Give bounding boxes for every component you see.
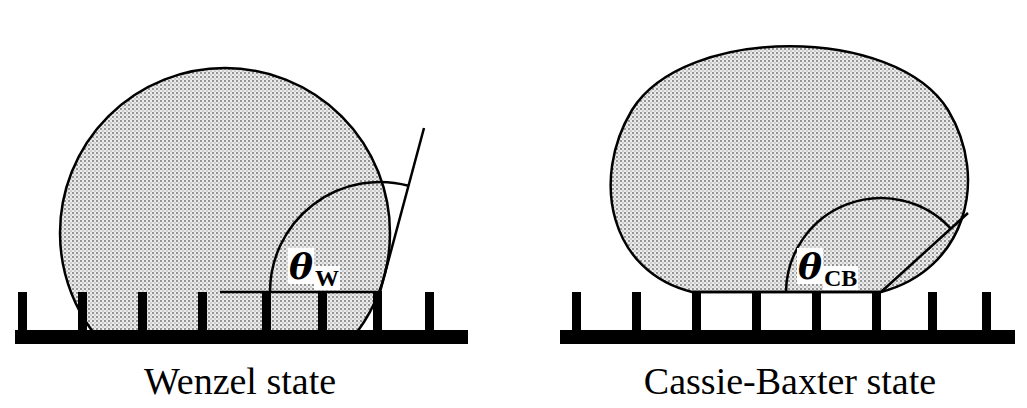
cassie-surface bbox=[560, 292, 1015, 344]
state-caption: Wenzel state bbox=[144, 362, 336, 400]
state-caption: Cassie-Baxter state bbox=[644, 362, 936, 400]
wenzel-surface bbox=[15, 292, 468, 344]
angle-symbol: θ bbox=[288, 248, 314, 284]
cassie-droplet bbox=[611, 46, 968, 292]
angle-subscript: W bbox=[314, 266, 340, 290]
angle-subscript: CB bbox=[823, 266, 858, 290]
wenzel-angle bbox=[220, 128, 424, 292]
angle-symbol: θ bbox=[797, 248, 823, 284]
cassie-angle bbox=[692, 198, 968, 292]
wenzel-droplet bbox=[60, 68, 390, 398]
